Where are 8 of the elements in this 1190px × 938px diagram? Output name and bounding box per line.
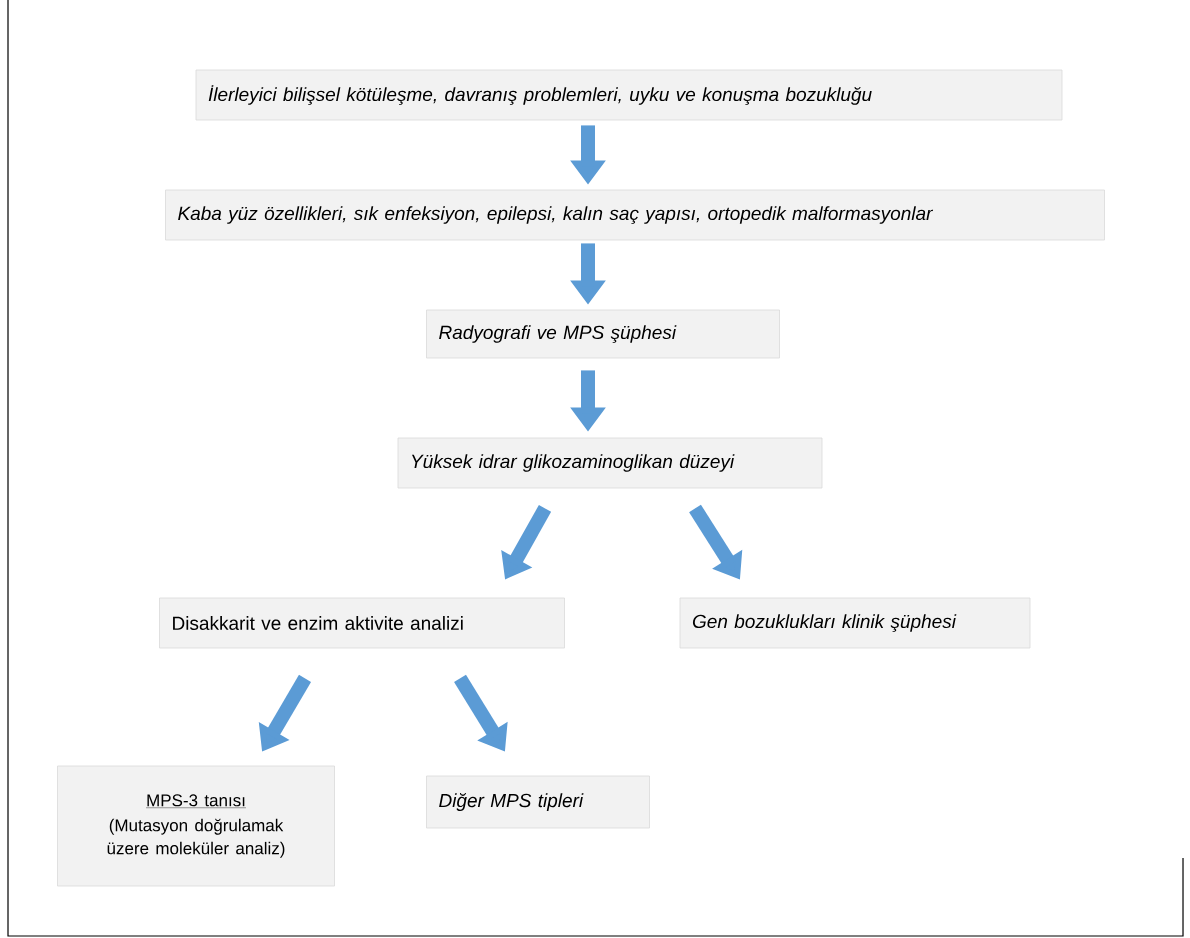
- process-box: Gen bozuklukları klinik şüphesi: [679, 597, 1031, 649]
- process-box: Diğer MPS tipleri: [426, 775, 650, 829]
- process-box: Kaba yüz özellikleri, sık enfeksiyon, epilepsi, kalın saç yapısı, ortopedik malformasyonlar: [165, 189, 1105, 241]
- process-box: İlerleyici bilişsel kötüleşme, davranış problemleri, uyku ve konuşma bozukluğu: [195, 69, 1063, 121]
- process-box: MPS-3 tanısı (Mutasyon doğrulamak üzere moleküler analiz): [57, 765, 335, 887]
- process-box: Yüksek idrar glikozaminoglikan düzeyi: [397, 437, 823, 489]
- process-box: Radyografi ve MPS şüphesi: [426, 309, 780, 359]
- process-box: Disakkarit ve enzim aktivite analizi: [159, 597, 565, 649]
